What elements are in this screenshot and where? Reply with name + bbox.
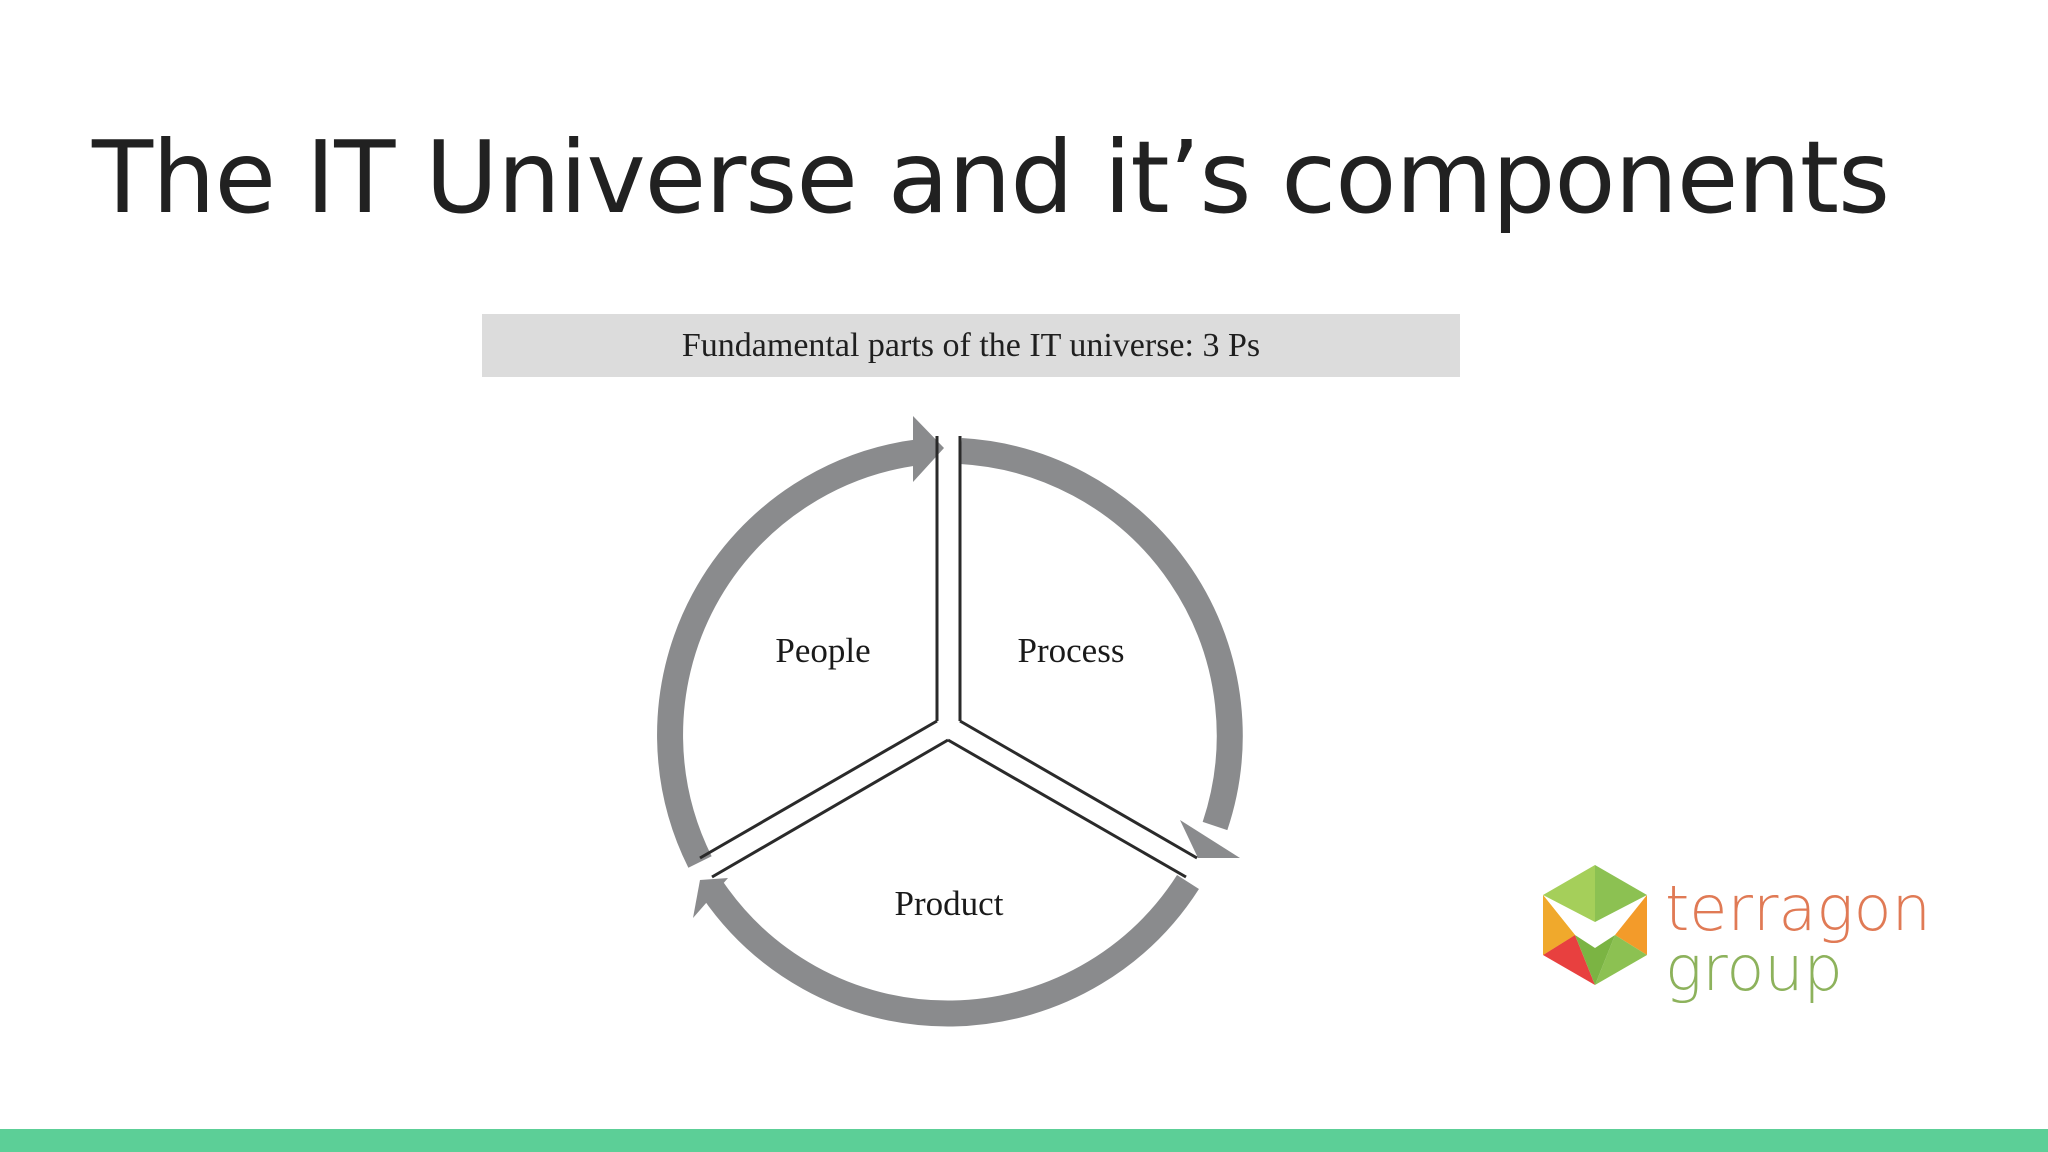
arrow-people-to-process xyxy=(657,439,922,868)
segment-label-product: Product xyxy=(895,884,1004,923)
accent-bottom-bar xyxy=(0,1129,2048,1152)
segment-label-people: People xyxy=(775,631,870,670)
slide-title: The IT Universe and it’s components xyxy=(92,119,1890,236)
arrow-process-to-product xyxy=(960,438,1243,831)
arrow-head-top xyxy=(913,416,944,482)
arrow-head-left xyxy=(693,878,728,918)
figure-caption-bar: Fundamental parts of the IT universe: 3 … xyxy=(482,314,1460,377)
figure-caption: Fundamental parts of the IT universe: 3 … xyxy=(681,326,1261,364)
logo-text-terragon: terragon xyxy=(1665,872,1931,945)
arrow-heads xyxy=(693,416,1240,918)
logo-text-group: group xyxy=(1665,932,1843,1005)
logo-hexagon-icon xyxy=(1543,865,1647,985)
terragon-logo: terragon group xyxy=(1543,865,1931,1005)
arrow-product-to-people xyxy=(702,874,1199,1027)
segment-label-process: Process xyxy=(1018,631,1125,670)
arrow-head-right xyxy=(1180,820,1240,858)
segment-dividers xyxy=(699,436,1198,879)
cycle-arrows xyxy=(657,438,1243,1027)
